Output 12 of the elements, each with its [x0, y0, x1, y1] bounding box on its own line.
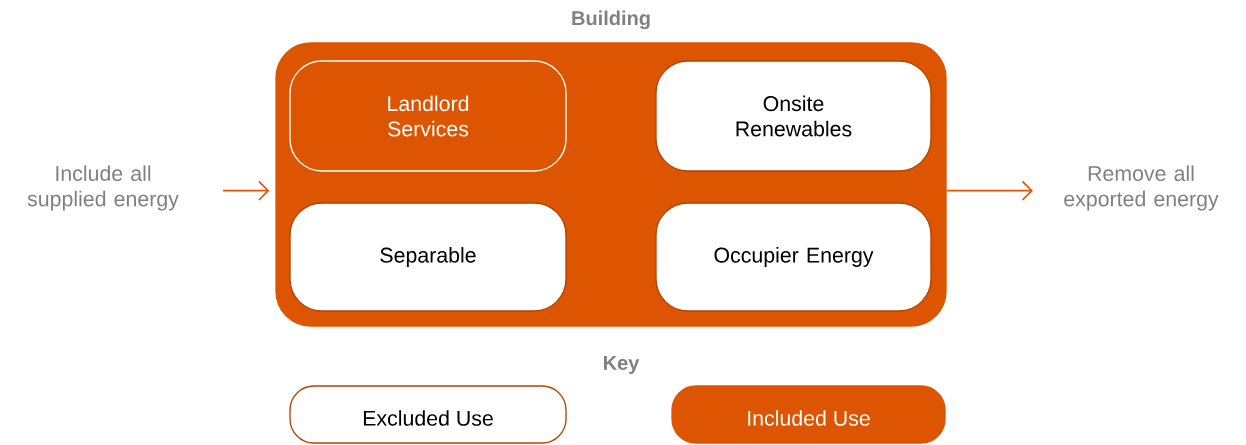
side-text: Include all supplied energy	[27, 165, 179, 211]
arrow	[222, 180, 270, 201]
rounded-box: Separable	[289, 202, 567, 312]
rounded-box: Landlord Services	[289, 60, 567, 172]
key-label: Excluded Use	[363, 410, 493, 426]
heading: Building	[572, 10, 650, 30]
key-label: Included Use	[748, 410, 870, 426]
rounded-box: Onsite Renewables	[655, 60, 932, 172]
side-text: Remove all exported energy	[1064, 165, 1219, 211]
arrow	[945, 180, 1033, 201]
rounded-box: Occupier Energy	[655, 202, 932, 312]
key-heading: Key	[604, 356, 640, 374]
